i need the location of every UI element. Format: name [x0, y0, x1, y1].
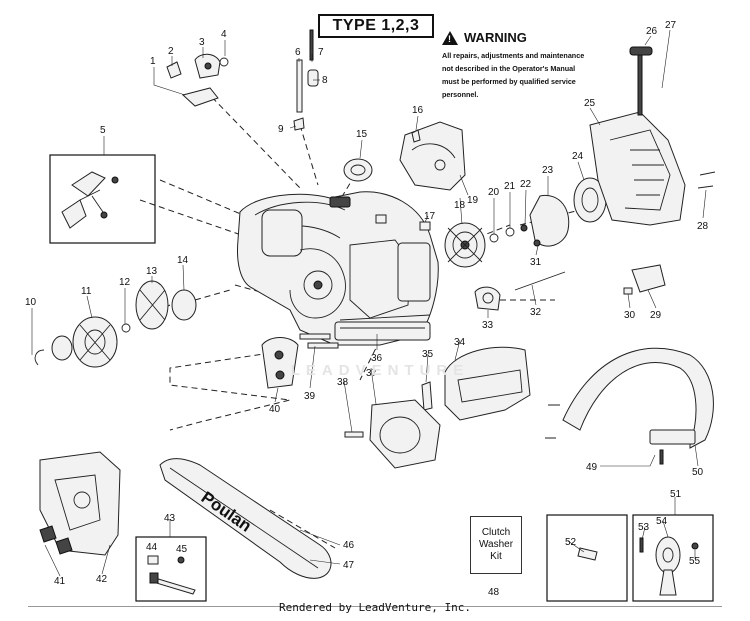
callout-16: 16 [412, 105, 424, 116]
callout-3: 3 [199, 37, 205, 48]
callout-8: 8 [322, 75, 328, 86]
warning-text: All repairs, adjustments and maintenance… [442, 49, 600, 101]
warning-icon-mark: ! [448, 33, 451, 44]
callout-50: 50 [692, 467, 704, 478]
callout-11: 11 [81, 286, 92, 297]
choke-and-cap-parts [474, 271, 566, 311]
callout-29: 29 [650, 310, 662, 321]
callout-6: 6 [295, 47, 301, 58]
callout-15: 15 [356, 129, 368, 140]
callout-numbers: 1 2 3 4 5 6 7 8 9 10 11 12 13 14 15 16 1… [25, 20, 709, 598]
warning-line-1: All repairs, adjustments and maintenance [442, 51, 585, 60]
parts-box-43 [135, 536, 207, 602]
callout-25: 25 [584, 98, 596, 109]
callout-39: 39 [304, 391, 316, 402]
throttle-linkage-parts [166, 53, 229, 107]
warning-header: ! WARNING [442, 30, 600, 45]
callout-41: 41 [54, 576, 66, 587]
callout-4: 4 [221, 29, 227, 40]
callout-51: 51 [670, 489, 682, 500]
parts-box-5 [49, 154, 156, 244]
callout-27: 27 [665, 20, 677, 31]
kit-line-2: Washer [478, 539, 514, 550]
kit-line-1: Clutch [481, 527, 511, 538]
callout-24: 24 [572, 151, 584, 162]
handguard-and-brake-parts [261, 333, 531, 469]
callout-40: 40 [269, 404, 281, 415]
callout-22: 22 [520, 179, 532, 190]
callout-44: 44 [146, 542, 158, 553]
parts-box-51 [632, 514, 714, 602]
warning-icon: ! [442, 30, 458, 45]
callout-13: 13 [146, 266, 158, 277]
callout-33: 33 [482, 320, 494, 331]
callout-10: 10 [25, 297, 37, 308]
watermark-text: LEADVENTURE [290, 362, 470, 379]
callout-53: 53 [638, 522, 650, 533]
callout-20: 20 [488, 187, 500, 198]
muffler-parts [343, 121, 466, 231]
callout-23: 23 [542, 165, 554, 176]
callout-46: 46 [343, 540, 355, 551]
callout-1: 1 [150, 56, 156, 67]
callout-49: 49 [586, 462, 598, 473]
callout-34: 34 [454, 337, 466, 348]
kit-line-3: Kit [490, 551, 502, 562]
footer-divider [28, 606, 722, 607]
callout-14: 14 [177, 255, 189, 266]
footer-credit: Rendered by LeadVenture, Inc. [278, 601, 472, 614]
callout-37: 37 [366, 368, 378, 379]
callout-43: 43 [164, 513, 176, 524]
callout-36: 36 [371, 353, 383, 364]
callout-7: 7 [318, 47, 324, 58]
callout-leader-lines [31, 29, 707, 577]
callout-30: 30 [624, 310, 636, 321]
callout-18: 18 [454, 200, 466, 211]
callout-47: 47 [343, 560, 355, 571]
warning-line-4: personnel. [442, 90, 479, 99]
warning-line-2: not described in the Operator's Manual [442, 64, 576, 73]
callout-42: 42 [96, 574, 108, 585]
callout-48: 48 [488, 587, 500, 598]
flywheel-parts [444, 194, 570, 268]
callout-54: 54 [656, 516, 668, 527]
callout-26: 26 [646, 26, 658, 37]
callout-21: 21 [504, 181, 516, 192]
warning-title: WARNING [464, 30, 527, 45]
guide-bar-and-chain [159, 458, 336, 579]
callout-35: 35 [422, 349, 434, 360]
callout-9: 9 [278, 124, 284, 135]
callout-52: 52 [565, 537, 577, 548]
callout-55: 55 [689, 556, 701, 567]
callout-12: 12 [119, 277, 131, 288]
callout-5: 5 [100, 125, 106, 136]
callout-32: 32 [530, 307, 542, 318]
callout-19: 19 [467, 195, 479, 206]
fuel-line-parts [293, 29, 319, 131]
clutch-parts [34, 280, 197, 368]
callout-2: 2 [168, 46, 174, 57]
warning-line-3: must be performed by qualified service [442, 77, 576, 86]
callout-31: 31 [530, 257, 542, 268]
parts-box-52 [546, 514, 628, 602]
type-label: TYPE 1,2,3 [318, 14, 434, 38]
bar-cover-parts [39, 451, 121, 556]
warning-block: ! WARNING All repairs, adjustments and m… [442, 30, 600, 101]
callout-28: 28 [697, 221, 709, 232]
callout-38: 38 [337, 377, 349, 388]
handle-bar-part [545, 347, 714, 465]
callout-17: 17 [424, 211, 436, 222]
callout-45: 45 [176, 544, 188, 555]
engine-housing [237, 191, 439, 346]
clutch-washer-kit-label: Clutch Washer Kit [470, 516, 522, 574]
